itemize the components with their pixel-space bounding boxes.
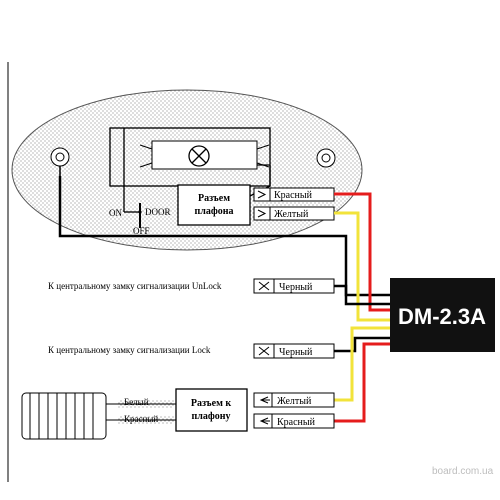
top-yellow-wire: [334, 211, 392, 322]
watermark: board.com.ua: [432, 466, 494, 477]
switch-off-label: OFF: [133, 226, 150, 236]
top-connector-label-line2: плафона: [194, 206, 233, 217]
switch-door-label: DOOR: [145, 207, 171, 217]
dm-module-label: DM-2.3A: [398, 304, 486, 329]
ground-black-wire: [58, 176, 392, 297]
harness-white-label: Белый: [124, 397, 149, 407]
lamp-harness-icon: [21, 392, 107, 440]
top-red-wire-label: Красный: [274, 190, 313, 201]
bottom-yellow-wire-label: Желтый: [277, 396, 312, 407]
top-yellow-wire-tag: [253, 206, 335, 221]
bulb-icon: [139, 140, 270, 170]
bottom-red-wire-tag: [253, 413, 335, 429]
dm-module: [390, 278, 495, 352]
top-yellow-wire-label: Желтый: [274, 209, 309, 220]
switch-on-label: ON: [109, 208, 122, 218]
door-switch: [124, 203, 142, 228]
top-red-wire: [334, 192, 392, 312]
bottom-red-wire: [334, 342, 392, 423]
bottom-connector-label-line2: плафону: [191, 411, 230, 422]
lock-wire-label: Черный: [279, 347, 313, 358]
unlock-wire-label: Черный: [279, 282, 313, 293]
bottom-connector: [175, 388, 248, 432]
bottom-yellow-wire-tag: [253, 392, 335, 408]
harness-wires: [106, 400, 178, 424]
unlock-label: К центральному замку сигнализации UnLock: [48, 281, 222, 291]
lock-black-wire: [334, 336, 392, 353]
left-screw-icon: [50, 147, 70, 176]
top-connector-label-line1: Разъем: [198, 193, 230, 204]
lock-label: К центральному замку сигнализации Lock: [48, 345, 211, 355]
bottom-red-wire-label: Красный: [277, 417, 316, 428]
dome-lamp-housing: [11, 89, 363, 251]
harness-red-label: Красный: [124, 414, 158, 424]
bottom-connector-label-line1: Разъем к: [191, 398, 232, 409]
bottom-yellow-wire: [334, 326, 392, 402]
unlock-black-wire: [334, 284, 392, 306]
right-screw-icon: [316, 148, 336, 168]
